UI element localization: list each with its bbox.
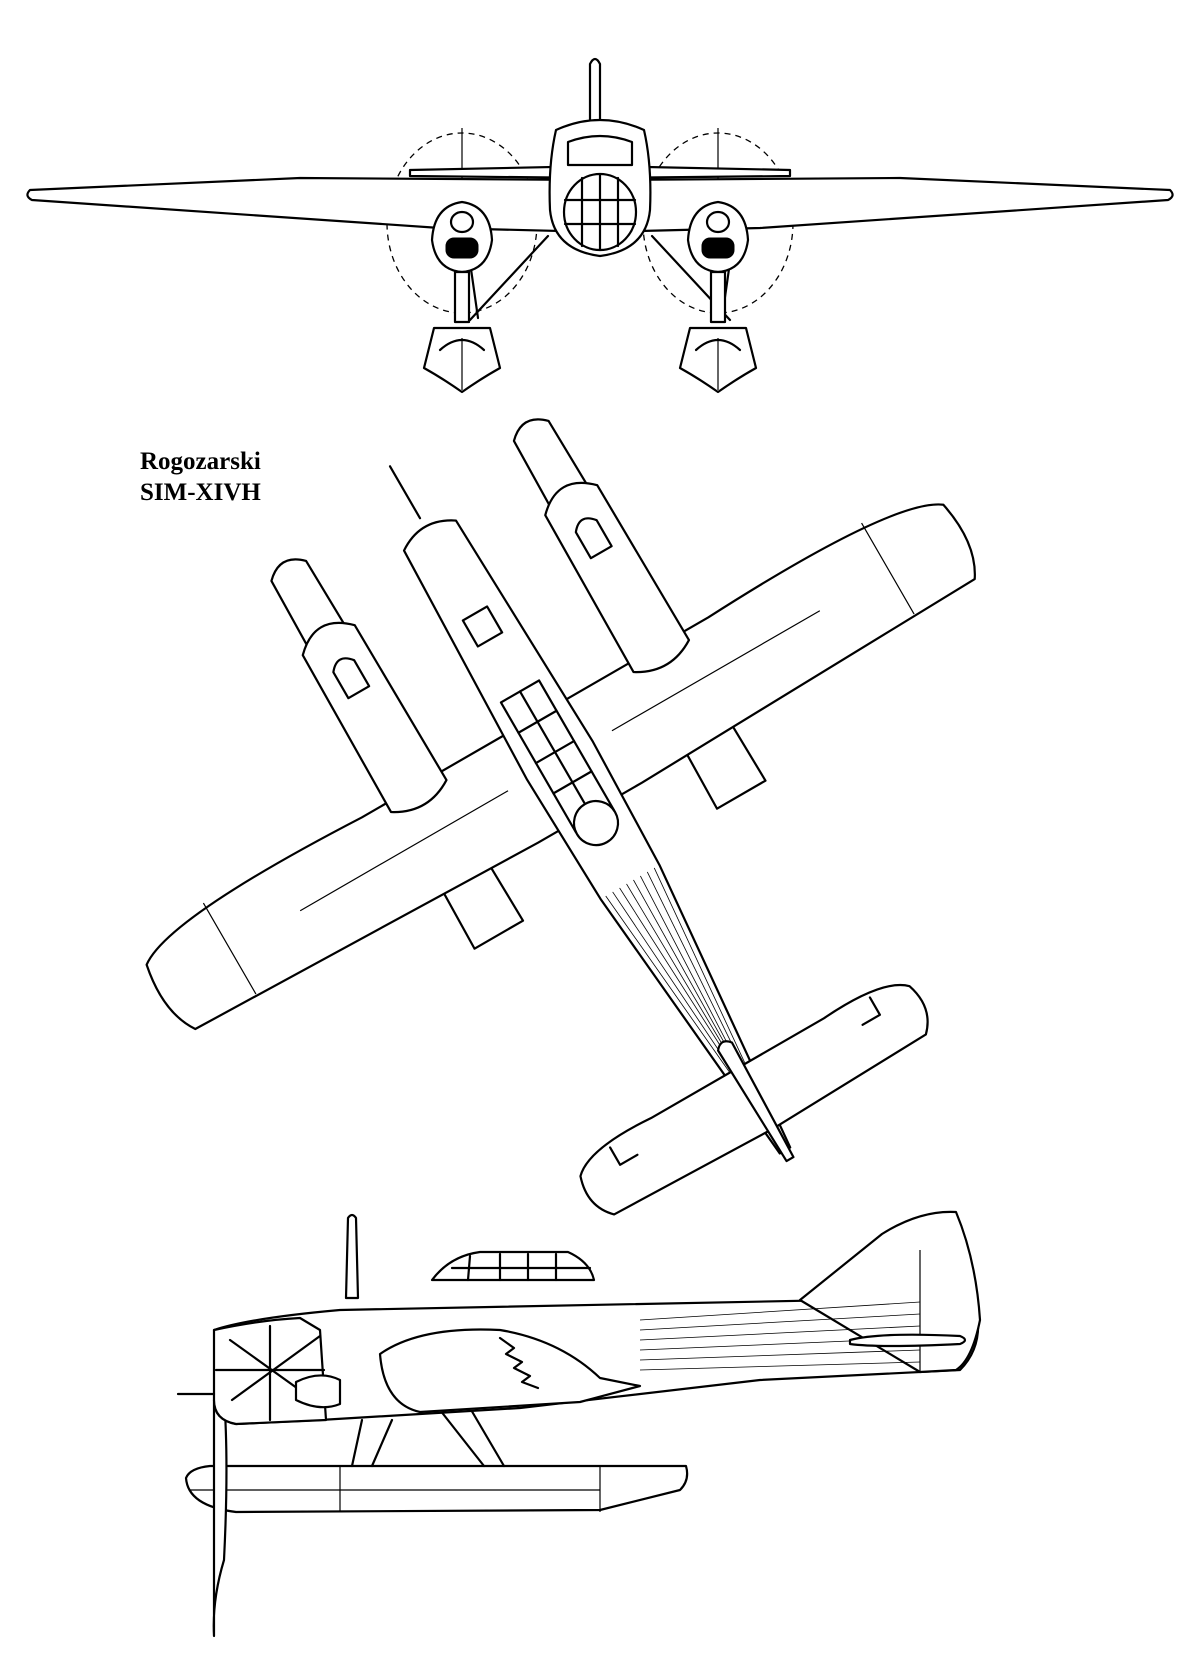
antenna-mast bbox=[344, 1213, 360, 1300]
nacelle-side bbox=[378, 1328, 642, 1414]
manufacturer-name: Rogozarski bbox=[140, 448, 261, 475]
side-view bbox=[176, 1210, 982, 1638]
float-side bbox=[184, 1464, 689, 1514]
aircraft-designation: SIM-XIVH bbox=[140, 479, 261, 506]
left-nacelle-plan bbox=[301, 621, 448, 814]
aircraft-title: Rogozarski SIM-XIVH bbox=[140, 446, 261, 508]
plan-view bbox=[145, 418, 976, 1216]
right-nacelle-plan bbox=[544, 481, 691, 674]
front-view bbox=[26, 57, 1174, 394]
canopy-side bbox=[430, 1250, 596, 1282]
tailplane-side bbox=[848, 1333, 967, 1348]
fin-side bbox=[798, 1210, 982, 1374]
